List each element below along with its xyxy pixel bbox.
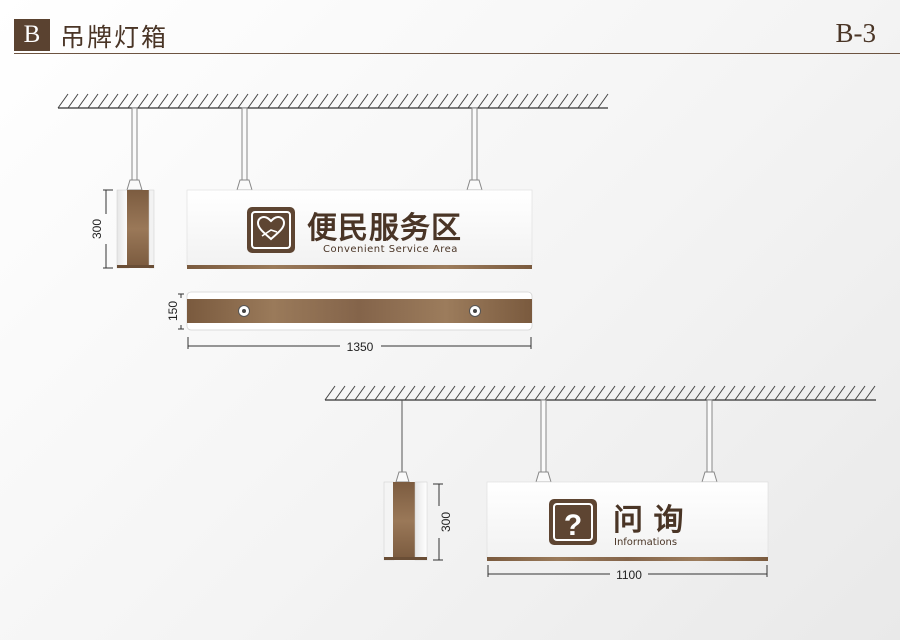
sign-1-front-view: 便民服务区 Convenient Service Area	[186, 189, 533, 269]
sign-2-title: 问 询	[613, 503, 683, 538]
svg-text:?: ?	[564, 509, 582, 542]
section-badge: B	[14, 19, 50, 51]
sign-1-height-label: 300	[90, 219, 104, 239]
sign-1-top-view	[186, 291, 533, 331]
ceiling-2	[324, 385, 876, 401]
sign-2-side-view	[383, 481, 428, 561]
header-rule	[14, 53, 900, 54]
sign-1-height-dimension	[103, 189, 113, 269]
sign-2-height-label: 300	[439, 512, 453, 532]
page-title: 吊牌灯箱	[60, 23, 169, 52]
sign-1-width-label: 1350	[347, 340, 374, 354]
sign-1-side-view	[116, 189, 155, 269]
sign-2-width-dimension	[487, 565, 768, 577]
sign-1-subtitle: Convenient Service Area	[323, 244, 458, 255]
hanging-rods-2	[395, 399, 718, 483]
page-number: B-3	[835, 18, 877, 48]
sign-2-width-label: 1100	[616, 568, 642, 582]
sign-1-width-dimension	[187, 337, 532, 349]
sign-2-subtitle: Informations	[614, 537, 677, 548]
sign-1-title: 便民服务区	[307, 211, 462, 246]
hanging-rods-1	[126, 107, 483, 191]
ceiling-1	[57, 93, 609, 109]
sign-2-height-dimension	[433, 483, 443, 561]
sign-1-depth-label: 150	[166, 301, 180, 321]
sign-2-front-view: ? 问 询 Informations	[486, 481, 769, 561]
question-mark-icon: ?	[549, 499, 597, 545]
page-header: B 吊牌灯箱 B-3	[0, 0, 900, 56]
sign-1-depth-dimension	[178, 293, 184, 330]
heart-hand-icon	[247, 207, 295, 253]
